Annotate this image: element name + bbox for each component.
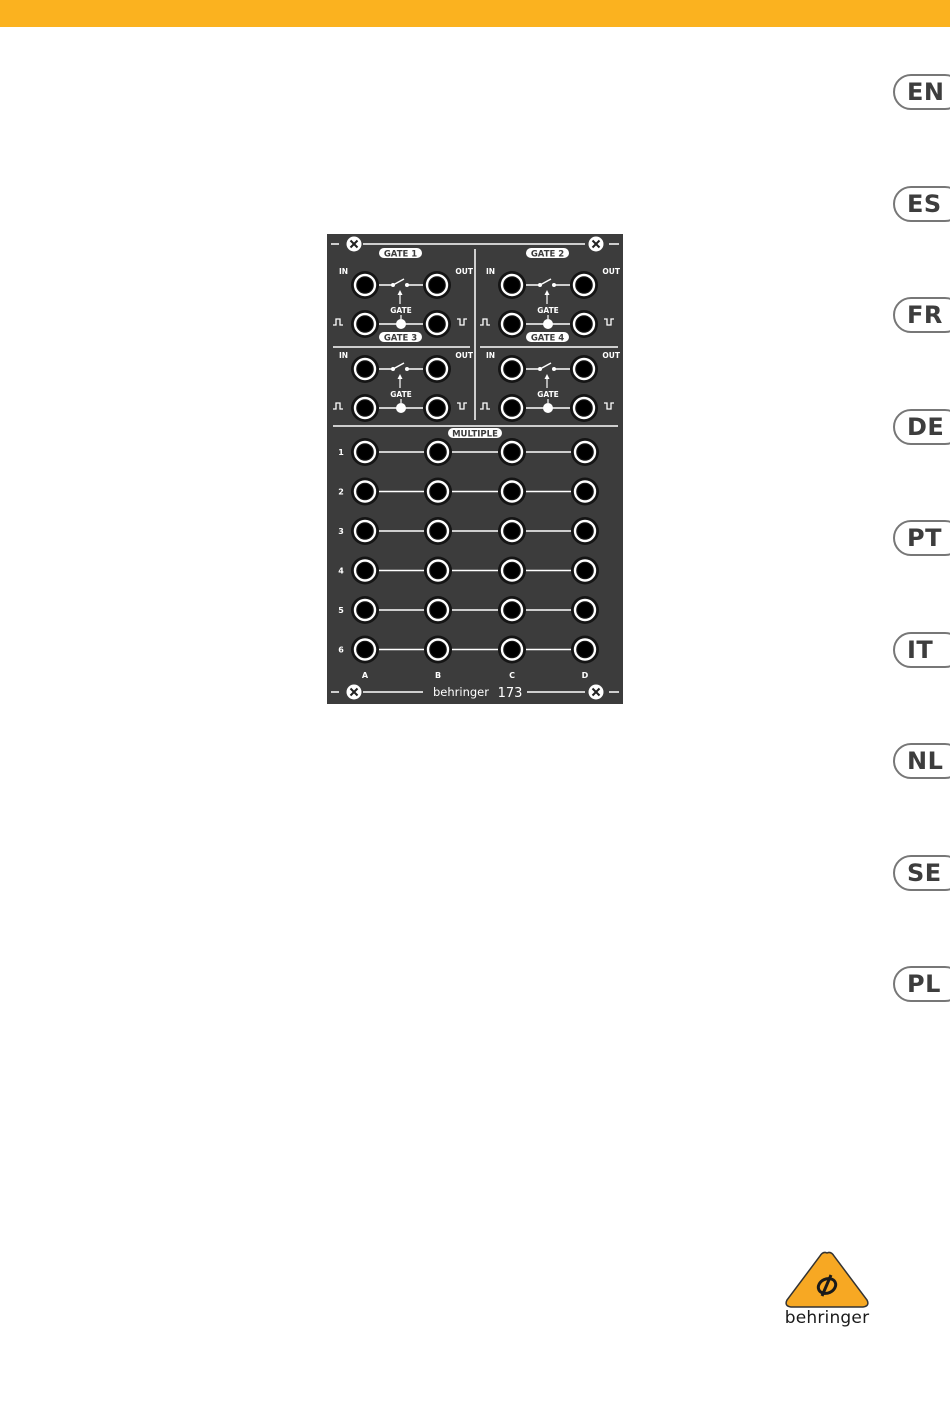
gate-out-label-1: OUT (455, 267, 473, 276)
gate-title-pill-3-label: GATE 3 (384, 333, 417, 343)
multiple-jack-5-d-hole (577, 602, 592, 617)
gate-title-pill-2-label: GATE 2 (531, 249, 564, 259)
multiple-jack-5-b-hole (430, 602, 445, 617)
multiple-jack-1-c-hole (504, 444, 519, 459)
language-tab-label: PL (907, 969, 941, 999)
module-panel: GATE 1 IN OUT GATE GATE 2 IN OUT GATE GATE 3 IN OU… (327, 234, 623, 704)
gate-in-jack-4-hole (504, 361, 519, 376)
language-tab-label: DE (907, 412, 944, 442)
language-tab-it[interactable]: IT (893, 632, 950, 668)
gate-out-jack-3-hole (429, 361, 444, 376)
gate-out-jack-2-hole (576, 277, 591, 292)
gate-node-2 (543, 319, 553, 329)
multiple-column-label-c: C (509, 671, 515, 680)
logo-wordmark: behringer (775, 1308, 879, 1328)
language-tab-label: EN (907, 77, 944, 107)
multiple-row-label-2: 2 (338, 488, 344, 497)
brand-logo: behringer (775, 1250, 885, 1332)
multiple-row-label-1: 1 (338, 448, 344, 457)
multiple-jack-1-a-hole (357, 444, 372, 459)
multiple-jack-3-b-hole (430, 523, 445, 538)
gate-label-2: GATE (537, 306, 559, 315)
multiple-jack-3-c-hole (504, 523, 519, 538)
panel-brand: behringer (433, 685, 489, 699)
multiple-jack-4-c-hole (504, 563, 519, 578)
language-tab-es[interactable]: ES (893, 186, 950, 222)
gate-out-label-2: OUT (602, 267, 620, 276)
multiple-jack-2-d-hole (577, 484, 592, 499)
gate-title-pill-1-label: GATE 1 (384, 249, 417, 259)
language-tab-pl[interactable]: PL (893, 966, 950, 1002)
gate-in-label-1: IN (339, 267, 348, 276)
multiple-column-label-d: D (582, 671, 589, 680)
gate-node-3 (396, 403, 406, 413)
multiple-jack-4-b-hole (430, 563, 445, 578)
language-tab-en[interactable]: EN (893, 74, 950, 110)
gate-in-jack-2-hole (504, 277, 519, 292)
language-tab-de[interactable]: DE (893, 409, 950, 445)
multiple-jack-6-c-hole (504, 642, 519, 657)
gate-pulse-out-jack-4-hole (576, 400, 591, 415)
multiple-jack-6-d-hole (577, 642, 592, 657)
multiple-jack-4-a-hole (357, 563, 372, 578)
gate-in-jack-1-hole (357, 277, 372, 292)
gate-pulse-in-jack-3-hole (357, 400, 372, 415)
language-tab-pt[interactable]: PT (893, 520, 950, 556)
gate-out-label-3: OUT (455, 351, 473, 360)
gate-label-1: GATE (390, 306, 412, 315)
gate-node-4 (543, 403, 553, 413)
multiple-jack-1-d-hole (577, 444, 592, 459)
language-tab-label: IT (907, 635, 933, 665)
multiple-jack-2-c-hole (504, 484, 519, 499)
language-tab-se[interactable]: SE (893, 855, 950, 891)
gate-pulse-out-jack-1-hole (429, 316, 444, 331)
multiple-jack-4-d-hole (577, 563, 592, 578)
top-accent-bar (0, 0, 950, 27)
gate-in-jack-3-hole (357, 361, 372, 376)
gate-pulse-in-jack-4-hole (504, 400, 519, 415)
gate-in-label-2: IN (486, 267, 495, 276)
multiple-title-pill-label: MULTIPLE (452, 429, 498, 439)
multiple-row-label-5: 5 (338, 606, 344, 615)
gate-title-pill-4-label: GATE 4 (531, 333, 564, 343)
language-tab-label: FR (907, 300, 943, 330)
multiple-jack-3-d-hole (577, 523, 592, 538)
gate-out-jack-4-hole (576, 361, 591, 376)
multiple-jack-1-b-hole (430, 444, 445, 459)
multiple-jack-2-b-hole (430, 484, 445, 499)
multiple-row-label-6: 6 (338, 646, 344, 655)
gate-label-3: GATE (390, 390, 412, 399)
multiple-jack-5-c-hole (504, 602, 519, 617)
gate-out-jack-1-hole (429, 277, 444, 292)
gate-pulse-in-jack-1-hole (357, 316, 372, 331)
module-panel-drawing: GATE 1 IN OUT GATE GATE 2 IN OUT GATE GATE 3 IN OU… (327, 234, 623, 704)
multiple-row-label-4: 4 (338, 567, 344, 576)
language-tab-label: ES (907, 189, 942, 219)
gate-in-label-4: IN (486, 351, 495, 360)
language-tab-label: PT (907, 523, 942, 553)
multiple-row-label-3: 3 (338, 527, 344, 536)
gate-node-1 (396, 319, 406, 329)
language-tab-nl[interactable]: NL (893, 743, 950, 779)
panel-model: 173 (498, 686, 523, 701)
gate-pulse-in-jack-2-hole (504, 316, 519, 331)
behringer-triangle-logo-icon (775, 1250, 879, 1310)
gate-out-label-4: OUT (602, 351, 620, 360)
gate-pulse-out-jack-3-hole (429, 400, 444, 415)
multiple-jack-3-a-hole (357, 523, 372, 538)
multiple-jack-5-a-hole (357, 602, 372, 617)
language-tab-label: NL (907, 746, 943, 776)
gate-pulse-out-jack-2-hole (576, 316, 591, 331)
language-tab-fr[interactable]: FR (893, 297, 950, 333)
multiple-jack-6-b-hole (430, 642, 445, 657)
language-tab-label: SE (907, 858, 942, 888)
gate-label-4: GATE (537, 390, 559, 399)
gate-in-label-3: IN (339, 351, 348, 360)
multiple-jack-6-a-hole (357, 642, 372, 657)
multiple-column-label-b: B (435, 671, 441, 680)
multiple-column-label-a: A (362, 671, 369, 680)
multiple-jack-2-a-hole (357, 484, 372, 499)
